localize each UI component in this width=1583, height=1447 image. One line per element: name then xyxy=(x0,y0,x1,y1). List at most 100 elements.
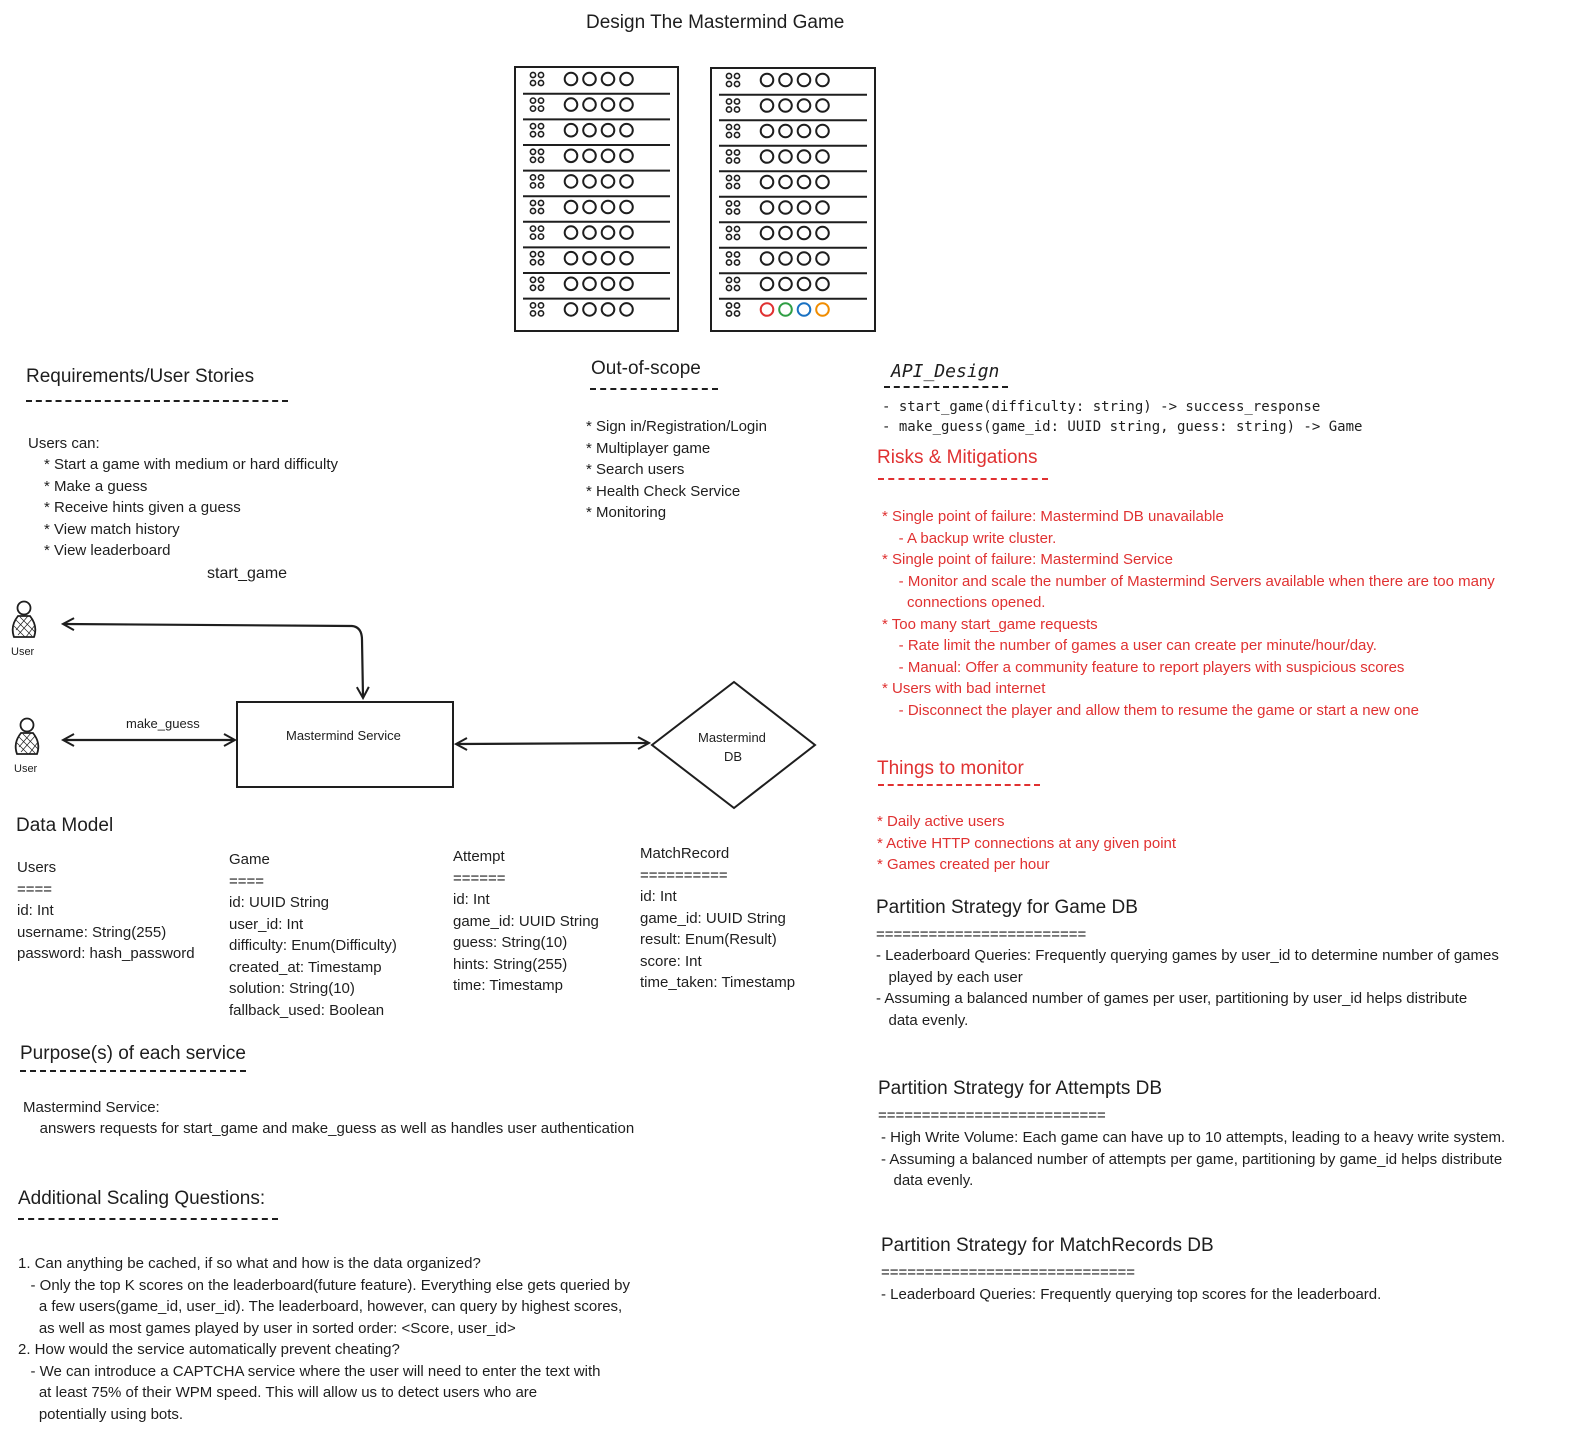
start-game-label: start_game xyxy=(207,565,288,582)
hint-peg xyxy=(537,250,545,258)
risk-item: * Too many start_game requests xyxy=(882,615,1098,633)
code-peg xyxy=(778,98,793,113)
code-peg xyxy=(815,200,830,215)
data-model-heading: Data Model xyxy=(16,815,114,836)
start-game-arrow xyxy=(64,624,363,697)
hint-peg xyxy=(537,148,545,156)
code-peg xyxy=(619,71,634,87)
service-db-arrow xyxy=(457,743,648,744)
partition-attempts-line: data evenly. xyxy=(881,1172,974,1189)
code-peg xyxy=(619,302,634,317)
api-design-heading: API_Design xyxy=(891,361,1000,382)
code-peg xyxy=(796,149,812,164)
hint-peg xyxy=(537,301,545,309)
hint-peg xyxy=(537,207,545,215)
partition-attempts-line: - Assuming a balanced number of attempts… xyxy=(881,1150,1503,1168)
code-peg xyxy=(759,225,775,241)
code-peg xyxy=(563,250,579,266)
table-rule: ====== xyxy=(453,869,506,887)
code-peg xyxy=(582,174,597,189)
hint-peg xyxy=(537,225,545,232)
code-peg xyxy=(778,200,793,215)
table-field: result: Enum(Result) xyxy=(640,931,777,948)
code-peg xyxy=(759,276,775,292)
partition-attempts-line: - High Write Volume: Each game can have … xyxy=(881,1129,1506,1146)
requirements-heading: Requirements/User Stories xyxy=(26,366,255,387)
scaling-line: as well as most games played by user in … xyxy=(18,1319,516,1337)
hint-peg xyxy=(529,276,537,284)
hint-peg xyxy=(733,149,741,156)
code-peg xyxy=(563,97,579,112)
code-peg xyxy=(600,97,616,112)
hint-peg xyxy=(529,309,537,317)
purpose-heading: Purpose(s) of each service xyxy=(20,1043,246,1064)
code-peg xyxy=(619,225,634,240)
table-rule: ==== xyxy=(229,872,265,890)
table-field: fallback_used: Boolean xyxy=(229,1001,385,1019)
table-field: password: hash_password xyxy=(17,945,195,962)
table-field: score: Int xyxy=(640,952,702,970)
table-name: Users xyxy=(17,859,57,876)
api-item: - make_guess(game_id: UUID string, guess… xyxy=(882,419,1363,435)
requirement-item: * View leaderboard xyxy=(44,542,171,559)
hint-peg xyxy=(529,156,537,164)
code-peg xyxy=(759,302,775,317)
api-item: - start_game(difficulty: string) -> succ… xyxy=(882,399,1321,415)
partition-attempts-list: - High Write Volume: Each game can have … xyxy=(881,1127,1505,1192)
code-peg xyxy=(619,250,634,266)
hint-peg xyxy=(529,258,537,266)
code-peg xyxy=(815,174,830,190)
requirements-intro: Users can: xyxy=(28,435,100,452)
code-peg xyxy=(796,174,812,190)
code-peg xyxy=(815,251,830,266)
hint-peg xyxy=(733,233,741,241)
hint-peg xyxy=(733,182,741,190)
table-field: difficulty: Enum(Difficulty) xyxy=(229,937,397,954)
code-peg xyxy=(815,149,830,164)
scaling-line: - We can introduce a CAPTCHA service whe… xyxy=(18,1362,601,1380)
hint-peg xyxy=(537,130,545,138)
code-peg xyxy=(759,251,775,266)
monitor-item: * Games created per hour xyxy=(877,856,1050,873)
hint-peg xyxy=(733,276,741,284)
code-peg xyxy=(563,302,579,317)
table-field: game_id: UUID String xyxy=(453,912,599,930)
scaling-line: 1. Can anything be cached, if so what an… xyxy=(18,1255,481,1272)
code-peg xyxy=(778,174,793,190)
hint-peg xyxy=(537,309,545,317)
partition-game-list: - Leaderboard Queries: Frequently queryi… xyxy=(876,945,1499,1031)
table-field: solution: String(10) xyxy=(229,980,355,997)
hint-peg xyxy=(537,284,545,292)
code-peg xyxy=(778,72,793,88)
monitor-item: * Daily active users xyxy=(877,813,1005,830)
mastermind-board-right xyxy=(710,67,876,332)
out-of-scope-heading: Out-of-scope xyxy=(591,358,701,379)
table-field: hints: String(255) xyxy=(453,955,568,973)
board-frame xyxy=(514,66,679,332)
out-of-scope-item: * Search users xyxy=(586,461,685,478)
requirements-list: * Start a game with medium or hard diffi… xyxy=(44,454,338,562)
code-peg xyxy=(796,200,812,215)
monitor-list: * Daily active users * Active HTTP conne… xyxy=(877,811,1176,876)
code-peg xyxy=(563,71,579,87)
code-peg xyxy=(582,148,597,164)
hint-peg xyxy=(725,284,733,292)
hint-peg xyxy=(725,302,733,309)
code-peg xyxy=(796,251,812,266)
table-rule: ==== xyxy=(17,880,53,898)
hint-peg xyxy=(537,199,545,207)
hint-peg xyxy=(725,149,733,156)
hint-peg xyxy=(733,80,741,88)
hint-peg xyxy=(733,174,741,182)
risk-item: * Single point of failure: Mastermind Se… xyxy=(882,551,1173,568)
code-peg xyxy=(778,276,793,292)
code-peg xyxy=(600,71,616,87)
risks-heading: Risks & Mitigations xyxy=(877,447,1038,468)
hint-peg xyxy=(733,123,741,131)
hint-peg xyxy=(529,130,537,138)
table-attempt: Attempt ====== id: Int game_id: UUID Str… xyxy=(453,846,599,997)
partition-match-line: - Leaderboard Queries: Frequently queryi… xyxy=(881,1286,1382,1303)
requirement-item: * Receive hints given a guess xyxy=(44,499,241,516)
code-peg xyxy=(815,98,830,113)
